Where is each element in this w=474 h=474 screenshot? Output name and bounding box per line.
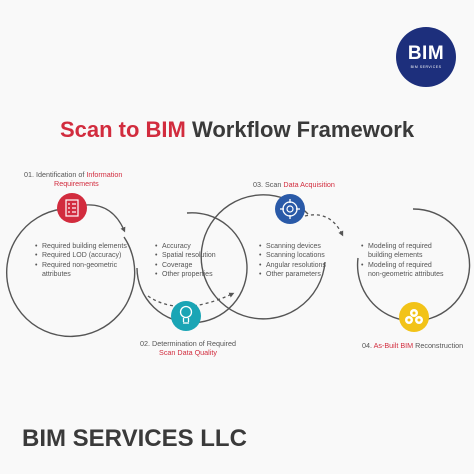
arrow-stage-1-to-2 [84, 204, 126, 233]
list-item: Modeling of required [361, 261, 443, 271]
stage-1-ring [5, 208, 136, 338]
logo-subtitle: BIM SERVICES [410, 65, 442, 70]
stage-2-label: 02. Determination of Required Scan Data … [140, 339, 236, 358]
stage-3-label: 03. Scan Data Acquisition [253, 180, 335, 189]
list-item: Other properties [155, 270, 216, 280]
list-item: Scanning locations [259, 251, 326, 261]
stage-1-label: 01. Identification of Information Requir… [24, 170, 123, 189]
list-item: Accuracy [155, 242, 216, 252]
list-item: Scanning devices [259, 242, 326, 252]
company-name: BIM SERVICES LLC [22, 425, 247, 452]
building-blocks-icon [399, 302, 429, 332]
stage-4-bullets: Modeling of required building elements M… [361, 242, 443, 280]
logo-mark: BIM [407, 43, 445, 65]
list-item: building elements [368, 252, 423, 260]
list-item: attributes [42, 271, 71, 279]
stage-3-bullets: Scanning devices Scanning locations Angu… [259, 242, 326, 280]
stage-1-bullets: Required building elements Required LOD … [35, 242, 127, 280]
stage-2-bullets: Accuracy Spatial resolution Coverage Oth… [155, 242, 216, 280]
list-item: Coverage [155, 261, 216, 271]
stage-2-ring [136, 212, 248, 324]
list-item: Required building elements [35, 242, 127, 252]
list-item: Modeling of required [361, 242, 443, 252]
title-highlight: Scan to BIM [59, 117, 186, 142]
list-item: Required LOD (accuracy) [35, 251, 127, 261]
list-item: Spatial resolution [155, 251, 216, 261]
lightbulb-icon [171, 301, 201, 331]
arrow-stage-3-to-4 [304, 214, 344, 237]
company-logo: BIM BIM SERVICES [396, 27, 456, 87]
list-item: non-geometric attributes [368, 271, 444, 279]
title-rest: Workflow Framework [191, 117, 415, 142]
page-title: Scan to BIM Workflow Framework [0, 119, 474, 141]
stage-4-label: 04. As-Built BIM Reconstruction [362, 341, 464, 350]
list-item: Required non-geometric [35, 261, 127, 271]
arrow-stage-2-to-3 [147, 292, 235, 308]
list-item: Angular resolutions [259, 261, 326, 271]
crosshair-target-icon [275, 194, 305, 224]
list-item: Other parameters [259, 270, 326, 280]
document-list-icon [57, 193, 87, 223]
stage-4-ring [356, 208, 471, 322]
